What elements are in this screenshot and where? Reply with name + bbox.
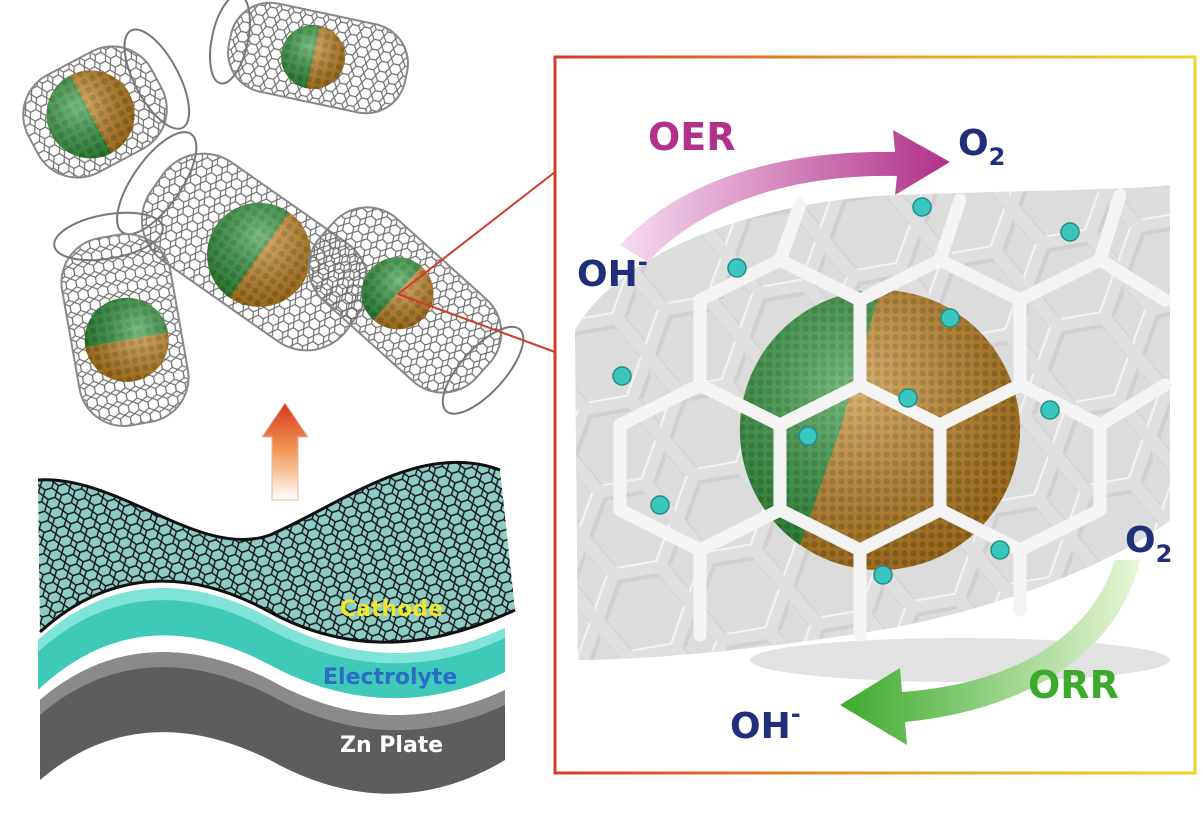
zoom-panel-frame	[553, 55, 1197, 775]
zoom-callout-lines	[397, 171, 556, 353]
electrolyte-layer	[38, 588, 505, 699]
core-alloy-particle	[739, 289, 1020, 570]
curved-arrow-right-icon	[620, 130, 950, 262]
oh-bottom-label: OH-	[730, 700, 801, 747]
dopant-atoms	[612, 197, 1080, 585]
oer-label: OER	[648, 115, 736, 159]
electrolyte-label: Electrolyte	[323, 665, 457, 690]
cathode-label: Cathode	[340, 597, 443, 622]
alloy-particle-4	[84, 297, 169, 382]
cathode-mesh-layer	[37, 460, 516, 644]
alloy-particle-3	[207, 202, 312, 307]
nanotube-1	[22, 28, 191, 179]
o2-right-label: O2	[1125, 520, 1172, 568]
zn-plate-label: Zn Plate	[340, 733, 443, 758]
nanotube-4	[53, 211, 190, 427]
alloy-particle-2	[281, 24, 346, 89]
nanotube-3	[116, 131, 370, 352]
curved-arrow-left-icon	[840, 560, 1140, 745]
cage-foreground	[613, 188, 1172, 642]
nanotube-2	[209, 0, 409, 115]
alloy-particle-1	[46, 70, 135, 159]
oh-top-label: OH-	[577, 248, 648, 295]
zn-plate-layer	[40, 652, 505, 794]
gradient-up-arrow-icon	[261, 402, 309, 501]
o2-top-label: O2	[958, 123, 1005, 171]
orr-label: ORR	[1028, 663, 1119, 707]
zoom-panel	[553, 55, 1197, 775]
